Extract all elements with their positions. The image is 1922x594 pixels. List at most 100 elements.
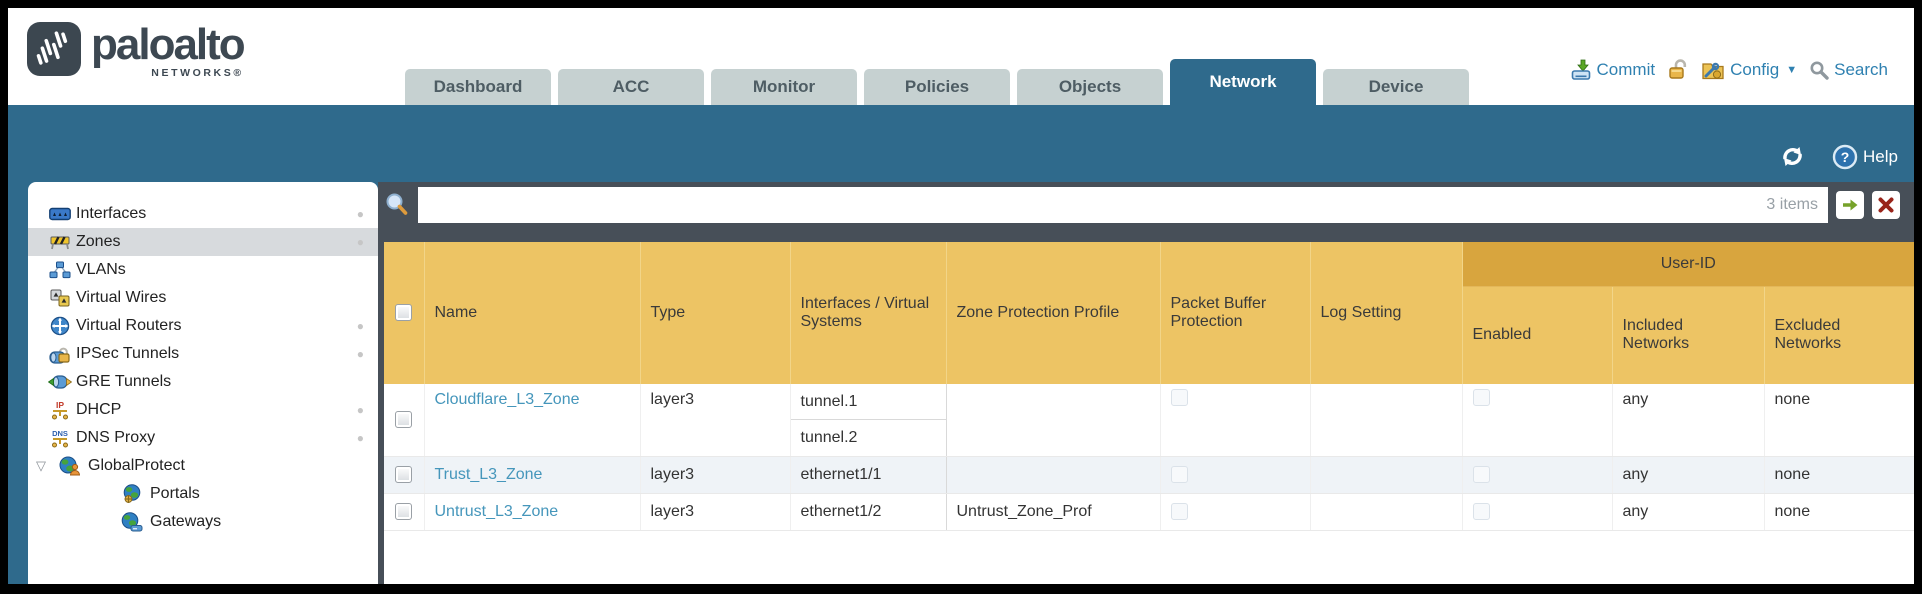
zone-interfaces-cell: tunnel.1 tunnel.2 [789, 384, 947, 457]
sidebar-item-globalprotect[interactable]: ▽ GlobalProtect [28, 452, 378, 480]
column-header-zone-protection-profile[interactable]: Zone Protection Profile [946, 242, 1161, 384]
items-count: 3 items [1766, 196, 1818, 213]
vlans-icon [48, 260, 72, 280]
interface-entry: tunnel.2 [800, 429, 858, 446]
sidebar-item-label: Virtual Routers [76, 317, 182, 334]
sidebar-item-label: VLANs [76, 261, 126, 278]
status-dot: ● [356, 403, 364, 417]
clear-filter-button[interactable] [1872, 191, 1900, 219]
zone-interfaces-cell: ethernet1/2 [789, 493, 947, 531]
tab-device[interactable]: Device [1323, 69, 1469, 105]
tab-network[interactable]: Network [1170, 59, 1316, 105]
packet-buffer-protection-checkbox [1170, 503, 1188, 521]
sidebar-item-virtual-routers[interactable]: Virtual Routers ● [28, 312, 378, 340]
tab-policies[interactable]: Policies [864, 69, 1010, 105]
row-checkbox[interactable] [395, 503, 413, 521]
sidebar-item-label: DNS Proxy [76, 429, 156, 446]
sidebar-item-virtual-wires[interactable]: Virtual Wires [28, 284, 378, 312]
sidebar-item-label: Interfaces [76, 205, 147, 222]
refresh-button[interactable] [1779, 143, 1806, 170]
status-dot: ● [356, 207, 364, 221]
paloalto-logo: paloalto NETWORKS® [26, 21, 246, 79]
column-header-included-networks[interactable]: Included Networks [1612, 286, 1765, 384]
network-sidebar: Interfaces ● Zones ● VLANs V [28, 182, 378, 584]
column-header-enabled[interactable]: Enabled [1462, 286, 1613, 384]
gateways-icon [120, 512, 144, 532]
packet-buffer-protection-cell [1160, 456, 1311, 494]
header-utilities: Commit Config ▼ [1570, 58, 1888, 82]
interface-entry: ethernet1/1 [800, 466, 882, 483]
row-checkbox[interactable] [395, 466, 413, 484]
column-header-type[interactable]: Type [640, 242, 791, 384]
sidebar-item-dhcp[interactable]: IP DHCP ● [28, 396, 378, 424]
column-header-excluded-networks[interactable]: Excluded Networks [1764, 286, 1914, 384]
sidebar-item-zones[interactable]: Zones ● [28, 228, 378, 256]
red-x-icon [1878, 197, 1894, 213]
filter-input[interactable] [418, 187, 1767, 223]
sidebar-item-label: Gateways [150, 513, 222, 530]
column-header-packet-buffer-protection[interactable]: Packet Buffer Protection [1160, 242, 1311, 384]
dhcp-icon: IP [48, 400, 72, 420]
sidebar-item-portals[interactable]: Portals [28, 480, 378, 508]
app-header: paloalto NETWORKS® Dashboard ACC Monitor… [8, 8, 1914, 105]
included-networks-cell: any [1612, 493, 1765, 531]
help-button[interactable]: ? Help [1832, 144, 1898, 170]
config-icon [1702, 62, 1724, 80]
zone-name-link[interactable]: Cloudflare_L3_Zone [434, 391, 580, 408]
tab-dashboard[interactable]: Dashboard [405, 69, 551, 105]
svg-text:DNS: DNS [52, 429, 68, 438]
excluded-networks-cell: none [1764, 384, 1914, 457]
gre-tunnels-icon [48, 372, 72, 392]
apply-filter-button[interactable] [1836, 191, 1864, 219]
tab-monitor[interactable]: Monitor [711, 69, 857, 105]
search-icon [1810, 61, 1829, 80]
logo-sub-text: NETWORKS® [151, 67, 244, 79]
zone-name-link[interactable]: Untrust_L3_Zone [434, 503, 559, 520]
sidebar-item-gateways[interactable]: Gateways [28, 508, 378, 536]
interface-entry: ethernet1/2 [800, 503, 882, 520]
packet-buffer-protection-cell [1160, 493, 1311, 531]
main-tab-bar: Dashboard ACC Monitor Policies Objects N… [405, 59, 1469, 105]
config-menu-button[interactable]: Config ▼ [1701, 59, 1797, 81]
config-lock-icon[interactable] [1667, 58, 1689, 82]
sidebar-item-label: GRE Tunnels [76, 373, 172, 390]
zones-icon [48, 232, 72, 252]
tab-objects[interactable]: Objects [1017, 69, 1163, 105]
select-all-checkbox[interactable] [395, 304, 413, 322]
sidebar-item-label: Portals [150, 485, 200, 502]
tab-acc[interactable]: ACC [558, 69, 704, 105]
packet-buffer-protection-cell [1160, 384, 1311, 457]
sidebar-item-dns-proxy[interactable]: DNS DNS Proxy ● [28, 424, 378, 452]
user-id-enabled-checkbox [1472, 503, 1490, 521]
commit-icon [1571, 59, 1590, 80]
sidebar-item-label: DHCP [76, 401, 122, 418]
zone-type-cell: layer3 [640, 493, 791, 531]
sidebar-item-vlans[interactable]: VLANs [28, 256, 378, 284]
select-all-header [384, 242, 425, 384]
column-header-log-setting[interactable]: Log Setting [1310, 242, 1463, 384]
zone-name-link[interactable]: Trust_L3_Zone [434, 466, 543, 483]
table-row: Cloudflare_L3_Zone layer3 tunnel.1 tunne… [384, 384, 1914, 457]
zone-interfaces-cell: ethernet1/1 [789, 456, 947, 494]
expander-icon[interactable]: ▽ [36, 458, 46, 473]
sidebar-item-label: Virtual Wires [76, 289, 167, 306]
global-search-button[interactable]: Search [1809, 60, 1888, 80]
column-header-name[interactable]: Name [424, 242, 641, 384]
table-row: Untrust_L3_Zone layer3 ethernet1/2 Untru… [384, 493, 1914, 531]
panos-app-window: paloalto NETWORKS® Dashboard ACC Monitor… [8, 8, 1914, 584]
packet-buffer-protection-checkbox [1170, 466, 1188, 484]
status-dot: ● [356, 319, 364, 333]
interfaces-icon [48, 204, 72, 224]
row-checkbox[interactable] [395, 411, 413, 429]
sidebar-item-ipsec-tunnels[interactable]: IPSec Tunnels ● [28, 340, 378, 368]
sidebar-item-interfaces[interactable]: Interfaces ● [28, 200, 378, 228]
column-header-interfaces[interactable]: Interfaces / Virtual Systems [790, 242, 947, 384]
included-networks-cell: any [1612, 456, 1765, 494]
interface-entry: tunnel.1 [790, 384, 946, 420]
virtual-routers-icon [48, 316, 72, 336]
status-dot: ● [356, 431, 364, 445]
commit-button[interactable]: Commit [1570, 59, 1655, 81]
sidebar-item-gre-tunnels[interactable]: GRE Tunnels [28, 368, 378, 396]
table-row: Trust_L3_Zone layer3 ethernet1/1 any non… [384, 456, 1914, 494]
